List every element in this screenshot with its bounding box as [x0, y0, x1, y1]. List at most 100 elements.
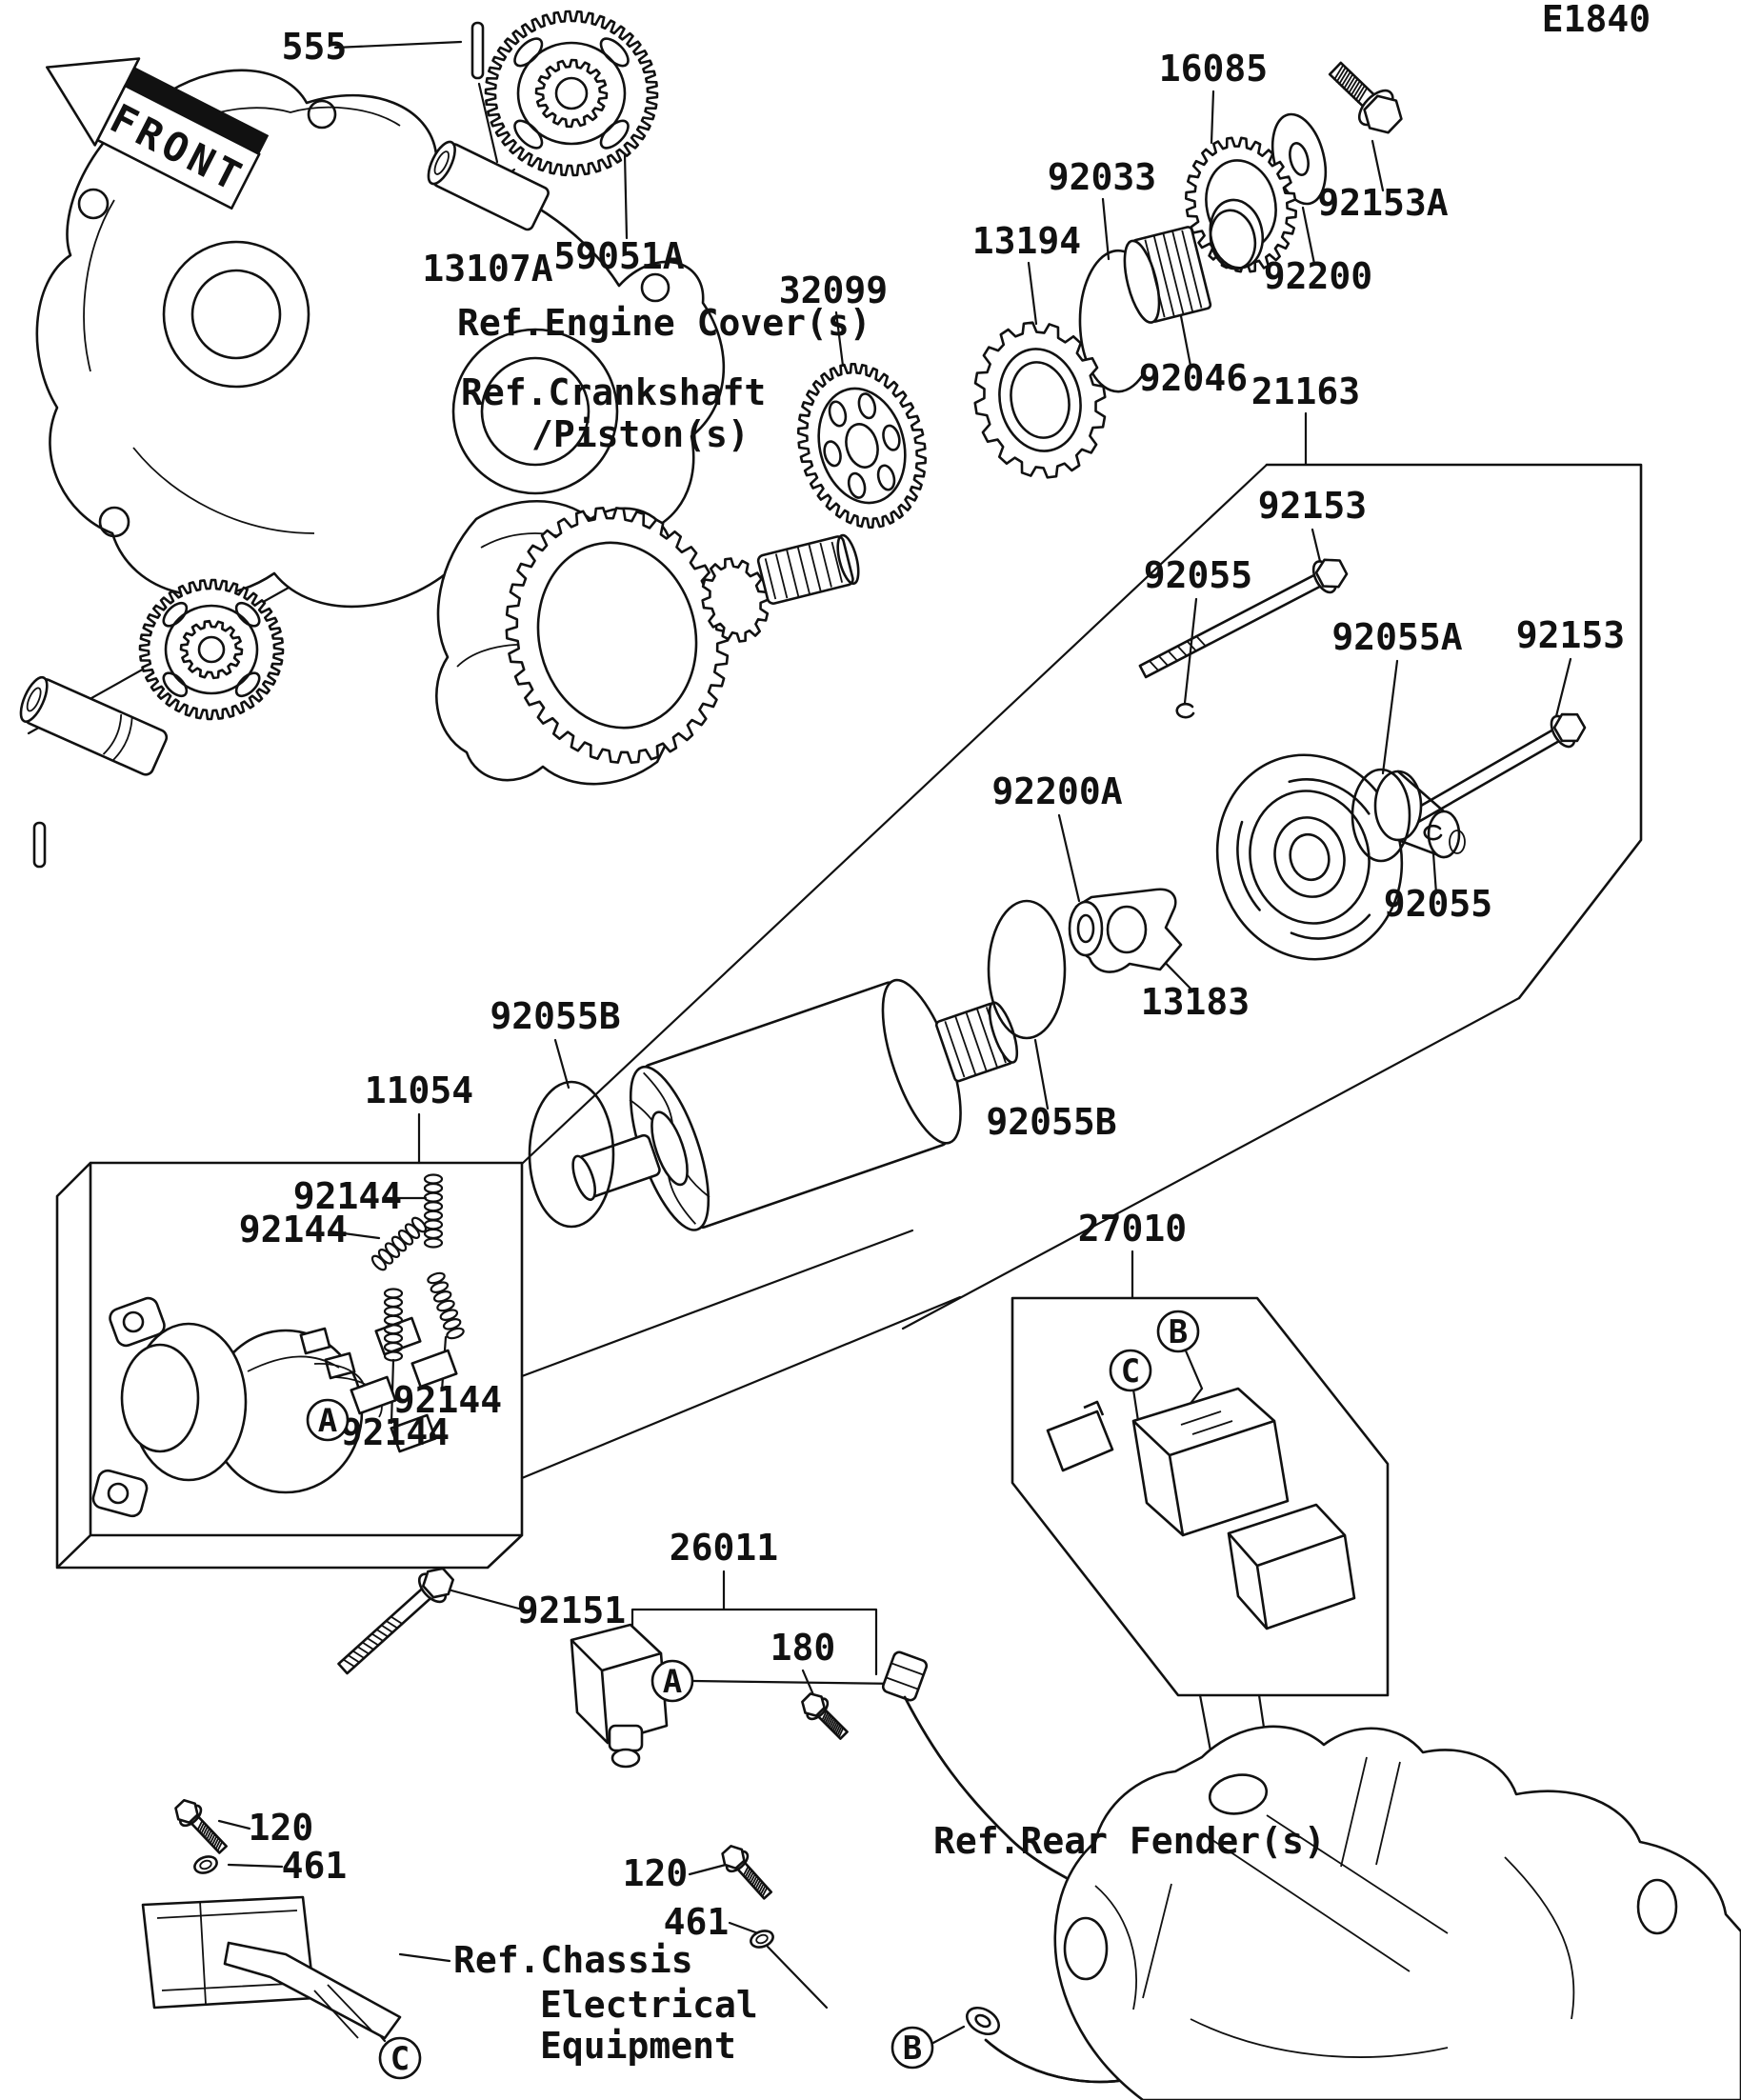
callout-c-bracket: C	[378, 2036, 422, 2080]
brush-springs	[370, 1173, 465, 1362]
detail-boxes	[55, 463, 1643, 1697]
relay-damper	[1227, 1503, 1356, 1630]
relay-connector	[1046, 1400, 1114, 1472]
part-label-ref-equipment: Equipment	[540, 2025, 736, 2067]
callout-letter-c-relay: C	[1121, 1352, 1140, 1390]
part-label-92055b-1: 92055B	[490, 995, 620, 1037]
part-label-ref-rear-fender: Ref.Rear Fender(s)	[933, 1820, 1326, 1862]
callout-letter-c-bracket: C	[390, 2040, 410, 2078]
box-27010	[1011, 1296, 1390, 1697]
idler-gear-top-group	[427, 21, 550, 231]
part-label-26011: 26011	[670, 1527, 778, 1569]
armature-drawing	[571, 978, 1019, 1231]
part-label-92144-4: 92144	[341, 1411, 450, 1453]
part-label-13194: 13194	[972, 220, 1081, 262]
callout-a-cable: A	[650, 1659, 694, 1703]
brush-spring-2	[370, 1216, 428, 1271]
callout-b-relay: B	[1156, 1310, 1200, 1353]
part-label-ref-chassis: Ref.Chassis	[453, 1939, 693, 1981]
part-label-92055a: 92055A	[1331, 616, 1462, 658]
pin-555-top	[470, 21, 485, 80]
part-label-ref-engine-cover: Ref.Engine Cover(s)	[457, 302, 871, 344]
crank-spline-shaft	[756, 533, 860, 605]
relay-27010-group	[1046, 1387, 1356, 1630]
box-11054	[55, 1161, 524, 1570]
part-label-92055-1: 92055	[1144, 554, 1252, 596]
bolt-92153a	[1328, 61, 1403, 134]
washer-461-center	[750, 1930, 774, 1949]
circlip-92055-second	[1423, 824, 1443, 841]
part-label-92153a: 92153A	[1317, 182, 1448, 224]
callout-a-solenoid: A	[306, 1398, 350, 1442]
part-label-180: 180	[770, 1627, 836, 1669]
oring-92055b-right	[987, 899, 1067, 1040]
brush-spring-4	[427, 1271, 465, 1340]
leader-lines	[217, 40, 1572, 2046]
pin-555-bottom	[32, 821, 47, 869]
gears-layer	[138, 10, 1443, 841]
bolt-92151-drawing	[337, 1567, 454, 1675]
crank-pinion-gear	[701, 557, 770, 643]
part-label-59051a: 59051A	[553, 235, 684, 277]
brush-spring-1	[423, 1173, 444, 1249]
chassis-bracket-drawing	[141, 1799, 402, 2040]
oring-92055b-left	[528, 1080, 615, 1229]
snap-ring-92033	[1078, 249, 1147, 393]
part-label-555-a: 555	[282, 26, 348, 68]
part-label-11054: 11054	[365, 1070, 473, 1111]
part-label-461-l: 461	[282, 1845, 348, 1887]
callout-c-relay: C	[1109, 1349, 1152, 1392]
bolt-92153-first	[1138, 558, 1349, 679]
part-label-92200: 92200	[1264, 255, 1372, 297]
part-label-ref-piston: /Piston(s)	[531, 413, 750, 455]
part-label-21163: 21163	[1251, 370, 1360, 412]
solenoid-drawing	[91, 1296, 458, 1518]
idler-gear-bottom-group	[19, 675, 169, 869]
part-label-461-c: 461	[664, 1901, 730, 1943]
drawing-code: E1840	[1542, 0, 1651, 40]
rear-fender-drawing	[1053, 1725, 1741, 2100]
clutch-13194-drawing	[973, 321, 1107, 479]
bolt-180-drawing	[801, 1692, 849, 1740]
gear-32099-drawing	[796, 362, 928, 530]
box-21163	[1265, 463, 1643, 1000]
gear-59051a-drawing	[484, 10, 659, 177]
part-label-92055-2: 92055	[1384, 883, 1492, 925]
relay-body	[1131, 1387, 1290, 1537]
front-arrow-group: FRONT	[45, 57, 270, 210]
cable-26011-group	[570, 1623, 1213, 2084]
bearing-92046	[1123, 226, 1212, 324]
part-label-92151: 92151	[517, 1590, 626, 1631]
gear-59051-drawing	[138, 578, 285, 721]
part-label-13107a: 13107A	[422, 248, 552, 290]
lock-plate-13183	[1074, 888, 1183, 973]
callout-letter-b-relay: B	[1169, 1313, 1188, 1351]
ring-terminal	[965, 2006, 1001, 2036]
part-label-92200a: 92200A	[991, 770, 1122, 812]
circlip-92055-first	[1175, 702, 1195, 719]
bolt-120-center	[721, 1845, 773, 1900]
brush-spring-3	[383, 1288, 404, 1362]
part-label-92144-1: 92144	[293, 1175, 402, 1217]
part-label-16085: 16085	[1159, 48, 1268, 90]
callout-b-cable: B	[891, 2026, 934, 2070]
washer-461-left	[193, 1855, 218, 1874]
part-label-92055b-2: 92055B	[986, 1101, 1116, 1143]
crank-main-gear	[505, 507, 730, 764]
cable-clamp	[881, 1650, 929, 1702]
part-label-ref-electrical: Electrical	[540, 1984, 758, 2026]
part-label-92144-3: 92144	[393, 1379, 502, 1421]
part-label-32099: 32099	[779, 270, 888, 311]
starter-motor-group	[1068, 558, 1587, 973]
crankshaft-drawing	[435, 499, 860, 786]
part-label-92046: 92046	[1139, 357, 1248, 399]
bolt-120-left	[174, 1799, 228, 1854]
gear-16085-drawing	[1184, 136, 1298, 273]
part-label-92153-2: 92153	[1516, 614, 1625, 656]
spacer-13107a	[427, 140, 550, 231]
gear-59051a-inner	[534, 58, 609, 129]
part-label-92033: 92033	[1048, 156, 1156, 198]
gear-59051-inner	[179, 619, 244, 680]
